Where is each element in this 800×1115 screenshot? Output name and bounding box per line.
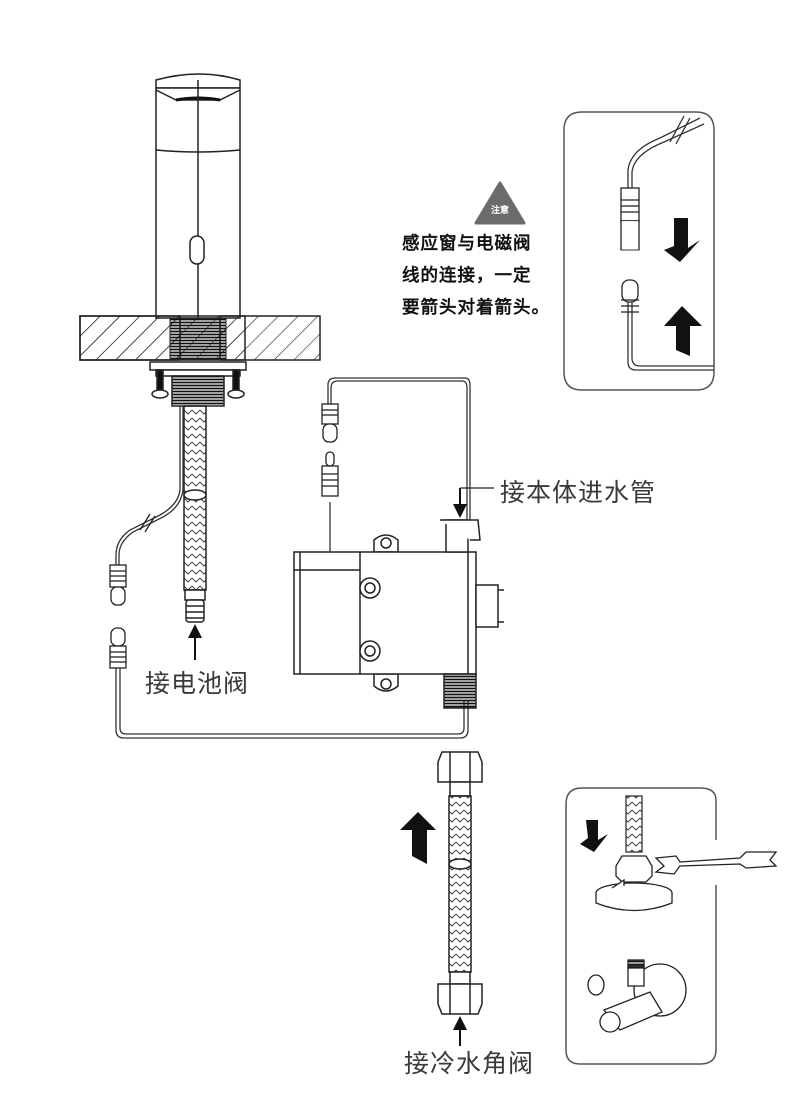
warning-line: 要箭头对着箭头。 — [402, 298, 550, 318]
warning-badge-text: 注意 — [490, 206, 509, 216]
arrow-up-icon — [453, 1016, 467, 1046]
inset-valve-detail — [565, 787, 778, 1065]
bold-arrow-down-icon — [580, 820, 608, 852]
warning-line: 线的连接，一定 — [402, 266, 532, 286]
inset-connector-detail — [563, 111, 715, 391]
countertop — [79, 315, 321, 361]
box-connector-female — [321, 403, 339, 443]
arrow-up-icon — [188, 624, 202, 660]
cable-connector-female — [109, 564, 127, 606]
label-battery-valve: 接电池阀 — [145, 669, 250, 698]
warning-line: 感应窗与电磁阀 — [402, 234, 532, 254]
label-cold-angle-valve: 接冷水角阀 — [404, 1049, 535, 1078]
inlet-hose — [437, 751, 483, 1015]
braided-hose-faucet — [183, 405, 207, 623]
cable-connector-male — [109, 627, 127, 669]
label-body-inlet: 接本体进水管 — [500, 478, 657, 507]
sensor-cable — [115, 406, 184, 565]
angle-valve-icon — [587, 959, 687, 1033]
warning-note: 感应窗与电磁阀 线的连接，一定 要箭头对着箭头。 — [402, 228, 550, 324]
warning-triangle-icon: 注意 — [474, 180, 526, 226]
bold-arrow-up-icon — [400, 812, 436, 864]
control-cable — [115, 668, 469, 739]
sensor-faucet — [155, 73, 241, 319]
mounting-nut — [149, 361, 247, 407]
wrench-icon — [654, 851, 778, 875]
arrow-down-icon — [453, 487, 494, 518]
sensor-window-icon — [189, 235, 205, 265]
box-connector-male — [321, 451, 339, 497]
bold-arrow-up-icon — [664, 306, 702, 356]
box-cables — [327, 377, 471, 552]
solenoid-control-box — [293, 519, 504, 709]
bold-arrow-down-icon — [664, 218, 700, 262]
